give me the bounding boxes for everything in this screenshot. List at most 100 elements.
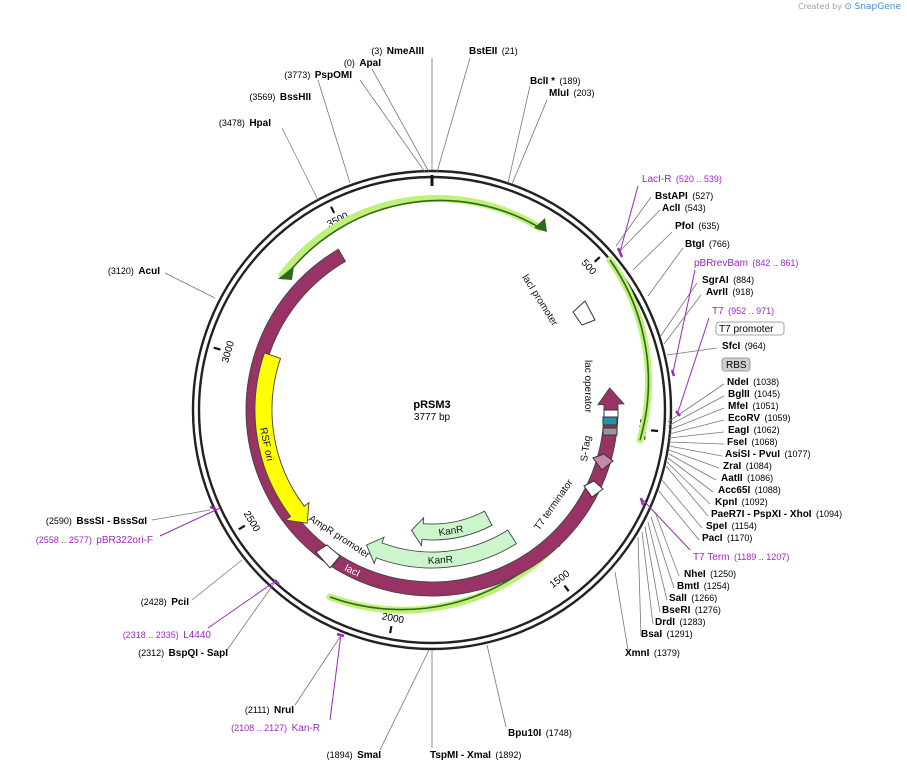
enzyme-site-label[interactable]: PaeR7I - PspXI - XhoI (1094) bbox=[711, 504, 842, 521]
enzyme-position: (1894) bbox=[327, 750, 353, 760]
enzyme-position: (1084) bbox=[746, 461, 772, 471]
enzyme-site-label[interactable]: BclI * (189) bbox=[530, 71, 580, 88]
enzyme-site-label[interactable]: SpeI (1154) bbox=[706, 516, 757, 533]
enzyme-site-label[interactable]: BseRI (1276) bbox=[662, 600, 721, 617]
enzyme-site-label[interactable]: BglII (1045) bbox=[728, 384, 780, 401]
primer-name: Kan-R bbox=[292, 723, 320, 734]
enzyme-site-label[interactable]: BmtI (1254) bbox=[677, 576, 730, 593]
primer-position: (2558 .. 2577) bbox=[36, 535, 92, 545]
enzyme-site-label[interactable]: AsiSI - PvuI (1077) bbox=[725, 444, 810, 461]
primer-label[interactable]: T7 Term (1189 .. 1207) bbox=[693, 547, 789, 564]
enzyme-site-label[interactable]: AatII (1086) bbox=[721, 468, 773, 485]
enzyme-site-label[interactable]: SfcI (964) bbox=[722, 336, 766, 353]
enzyme-position: (884) bbox=[733, 275, 754, 285]
enzyme-site-label[interactable]: XmnI (1379) bbox=[625, 643, 680, 660]
enzyme-site-label[interactable]: BstAPI (527) bbox=[655, 186, 713, 203]
enzyme-site-label[interactable]: AvrII (918) bbox=[706, 282, 753, 299]
enzyme-site-label[interactable]: SalI (1266) bbox=[669, 588, 717, 605]
s-tag-label: S-Tag bbox=[579, 435, 594, 462]
primer-label[interactable]: LacI-R (520 .. 539) bbox=[642, 169, 722, 186]
enzyme-name: NruI bbox=[274, 705, 294, 716]
feature-arrow-kanr[interactable] bbox=[410, 510, 493, 547]
laci-promoter-arrow[interactable] bbox=[572, 300, 596, 326]
primer-label[interactable]: (2108 .. 2127) Kan-R bbox=[231, 718, 320, 735]
enzyme-position: (1170) bbox=[727, 533, 752, 543]
enzyme-position: (1291) bbox=[667, 629, 693, 639]
enzyme-position: (918) bbox=[732, 287, 753, 297]
enzyme-site-label[interactable]: (3120) AcuI bbox=[108, 261, 160, 278]
enzyme-site-label[interactable]: NheI (1250) bbox=[684, 564, 736, 581]
enzyme-site-label[interactable]: Acc65I (1088) bbox=[718, 480, 781, 497]
s-tag-arrow[interactable] bbox=[592, 453, 614, 471]
primer-name: T7 bbox=[712, 306, 724, 317]
enzyme-site-label[interactable]: (3) NmeAIII bbox=[371, 41, 424, 58]
primer-label[interactable]: (2318 .. 2335) L4440 bbox=[123, 625, 212, 642]
enzyme-position: (0) bbox=[344, 58, 355, 68]
enzyme-site-label[interactable]: EcoRV (1059) bbox=[728, 408, 791, 425]
ampr-promoter-arrow[interactable] bbox=[315, 544, 341, 569]
enzyme-name: SmaI bbox=[357, 750, 381, 761]
enzyme-name: ApaI bbox=[359, 58, 381, 69]
enzyme-position: (3478) bbox=[219, 118, 245, 128]
enzyme-position: (203) bbox=[573, 88, 594, 98]
enzyme-site-label[interactable]: TspMI - XmaI (1892) bbox=[430, 745, 521, 762]
enzyme-position: (1254) bbox=[704, 581, 730, 591]
enzyme-site-label[interactable]: (2312) BspQI - SapI bbox=[138, 643, 228, 660]
enzyme-site-label[interactable]: (1894) SmaI bbox=[327, 745, 382, 762]
enzyme-site-label[interactable]: NdeI (1038) bbox=[727, 372, 779, 389]
enzyme-position: (2111) bbox=[245, 705, 270, 715]
enzyme-position: (1059) bbox=[765, 413, 791, 423]
enzyme-name: MluI bbox=[549, 88, 569, 99]
enzyme-site-label[interactable]: MfeI (1051) bbox=[728, 396, 778, 413]
primer-label[interactable]: T7 (952 .. 971) bbox=[712, 301, 774, 318]
enzyme-site-label[interactable]: ZraI (1084) bbox=[723, 456, 772, 473]
primer-markers bbox=[209, 247, 681, 638]
enzyme-position: (766) bbox=[709, 239, 730, 249]
enzyme-site-label[interactable]: (3569) BssHII bbox=[249, 87, 311, 104]
enzyme-name: PaeR7I - PspXI - XhoI bbox=[711, 509, 812, 520]
enzyme-site-label[interactable]: BtgI (766) bbox=[685, 234, 730, 251]
enzyme-site-label[interactable]: PfoI (635) bbox=[675, 216, 719, 233]
enzyme-position: (1154) bbox=[732, 521, 757, 531]
enzyme-site-label[interactable]: (0) ApaI bbox=[344, 53, 381, 70]
enzyme-site-label[interactable]: (2428) PciI bbox=[141, 592, 189, 609]
enzyme-position: (1266) bbox=[691, 593, 717, 603]
enzyme-site-label[interactable]: (3773) PspOMI bbox=[284, 65, 352, 82]
lac-operator-box[interactable] bbox=[603, 409, 619, 418]
enzyme-name: NheI bbox=[684, 569, 706, 580]
primer-label[interactable]: pBRrevBam (842 .. 861) bbox=[694, 253, 798, 270]
enzyme-site-label[interactable]: EagI (1062) bbox=[728, 420, 780, 437]
enzyme-position: (1086) bbox=[747, 473, 773, 483]
feature-arrow-rsf-ori[interactable] bbox=[254, 352, 310, 524]
primer-label[interactable]: (2558 .. 2577) pBR322ori-F bbox=[36, 530, 153, 547]
created-by-label: Created by bbox=[797, 2, 842, 11]
t7-promoter-label: T7 promoter bbox=[719, 324, 774, 335]
enzyme-name: BstAPI bbox=[655, 191, 688, 202]
enzyme-site-label[interactable]: FseI (1068) bbox=[727, 432, 777, 449]
enzyme-name: SfcI bbox=[722, 341, 741, 352]
rbs-label: RBS bbox=[726, 360, 747, 371]
enzyme-position: (3) bbox=[371, 46, 382, 56]
enzyme-site-label[interactable]: DrdI (1283) bbox=[655, 612, 705, 629]
snapgene-logo-icon: ⊙ bbox=[844, 2, 853, 12]
enzyme-site-label[interactable]: AclI (543) bbox=[662, 198, 706, 215]
enzyme-name: DrdI bbox=[655, 617, 675, 628]
s-tag-box[interactable] bbox=[602, 416, 618, 426]
enzyme-name: BtgI bbox=[685, 239, 705, 250]
enzyme-site-label[interactable]: (2111) NruI bbox=[245, 700, 294, 717]
enzyme-position: (3773) bbox=[284, 70, 310, 80]
enzyme-site-label[interactable]: Bpu10I (1748) bbox=[508, 723, 572, 740]
enzyme-site-label[interactable]: (2590) BssSI - BssSαI bbox=[46, 511, 147, 528]
enzyme-site-label[interactable]: MluI (203) bbox=[549, 83, 594, 100]
enzyme-site-label[interactable]: KpnI (1092) bbox=[715, 492, 768, 509]
enzyme-site-label[interactable]: PacI (1170) bbox=[702, 528, 752, 545]
enzyme-site-label[interactable]: (3478) HpaI bbox=[219, 113, 271, 130]
enzyme-position: (1045) bbox=[754, 389, 780, 399]
enzyme-site-label[interactable]: BstEII (21) bbox=[469, 41, 518, 58]
enzyme-site-label[interactable]: SgrAI (884) bbox=[702, 270, 754, 287]
enzyme-site-label[interactable]: BsaI (1291) bbox=[641, 624, 693, 641]
rbs-box[interactable] bbox=[602, 427, 618, 436]
t7-terminator-arrow[interactable] bbox=[583, 480, 604, 498]
feature-arrow-kanr[interactable] bbox=[365, 529, 517, 569]
